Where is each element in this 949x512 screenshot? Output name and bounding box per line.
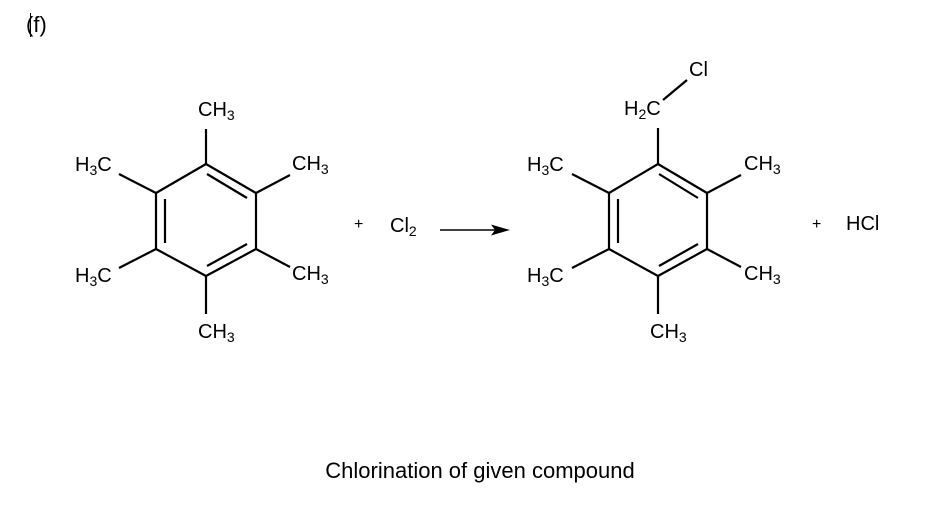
product-label-methylene: H2C bbox=[624, 98, 661, 122]
reactant-label-top: CH3 bbox=[198, 99, 235, 123]
reagent-plus-sign: + bbox=[354, 216, 364, 233]
product-label-lower-left: H3C bbox=[527, 265, 564, 289]
reactant-label-lower-right: CH3 bbox=[292, 263, 329, 287]
text-cursor bbox=[30, 13, 31, 37]
product-label-bottom: CH3 bbox=[650, 321, 687, 345]
reagent-chlorine: Cl2 bbox=[390, 215, 417, 239]
reactant-label-upper-right: CH3 bbox=[292, 153, 329, 177]
product-label-chlorine: Cl bbox=[689, 59, 708, 81]
reactant-label-bottom: CH3 bbox=[198, 321, 235, 345]
product-label-lower-right: CH3 bbox=[744, 263, 781, 287]
reactant-benzene-ring bbox=[118, 129, 291, 314]
part-label: (f) bbox=[26, 12, 47, 37]
product-label-upper-left: H3C bbox=[527, 154, 564, 178]
caption: Chlorination of given compound bbox=[325, 458, 635, 483]
product-label-upper-right: CH3 bbox=[744, 153, 781, 177]
reactant-label-upper-left: H3C bbox=[75, 154, 112, 178]
byproduct-hcl: HCl bbox=[846, 213, 880, 235]
reaction-arrow bbox=[440, 224, 510, 236]
byproduct-plus-sign: + bbox=[812, 216, 822, 233]
reactant-label-lower-left: H3C bbox=[75, 265, 112, 289]
product-benzene-ring bbox=[571, 79, 742, 314]
